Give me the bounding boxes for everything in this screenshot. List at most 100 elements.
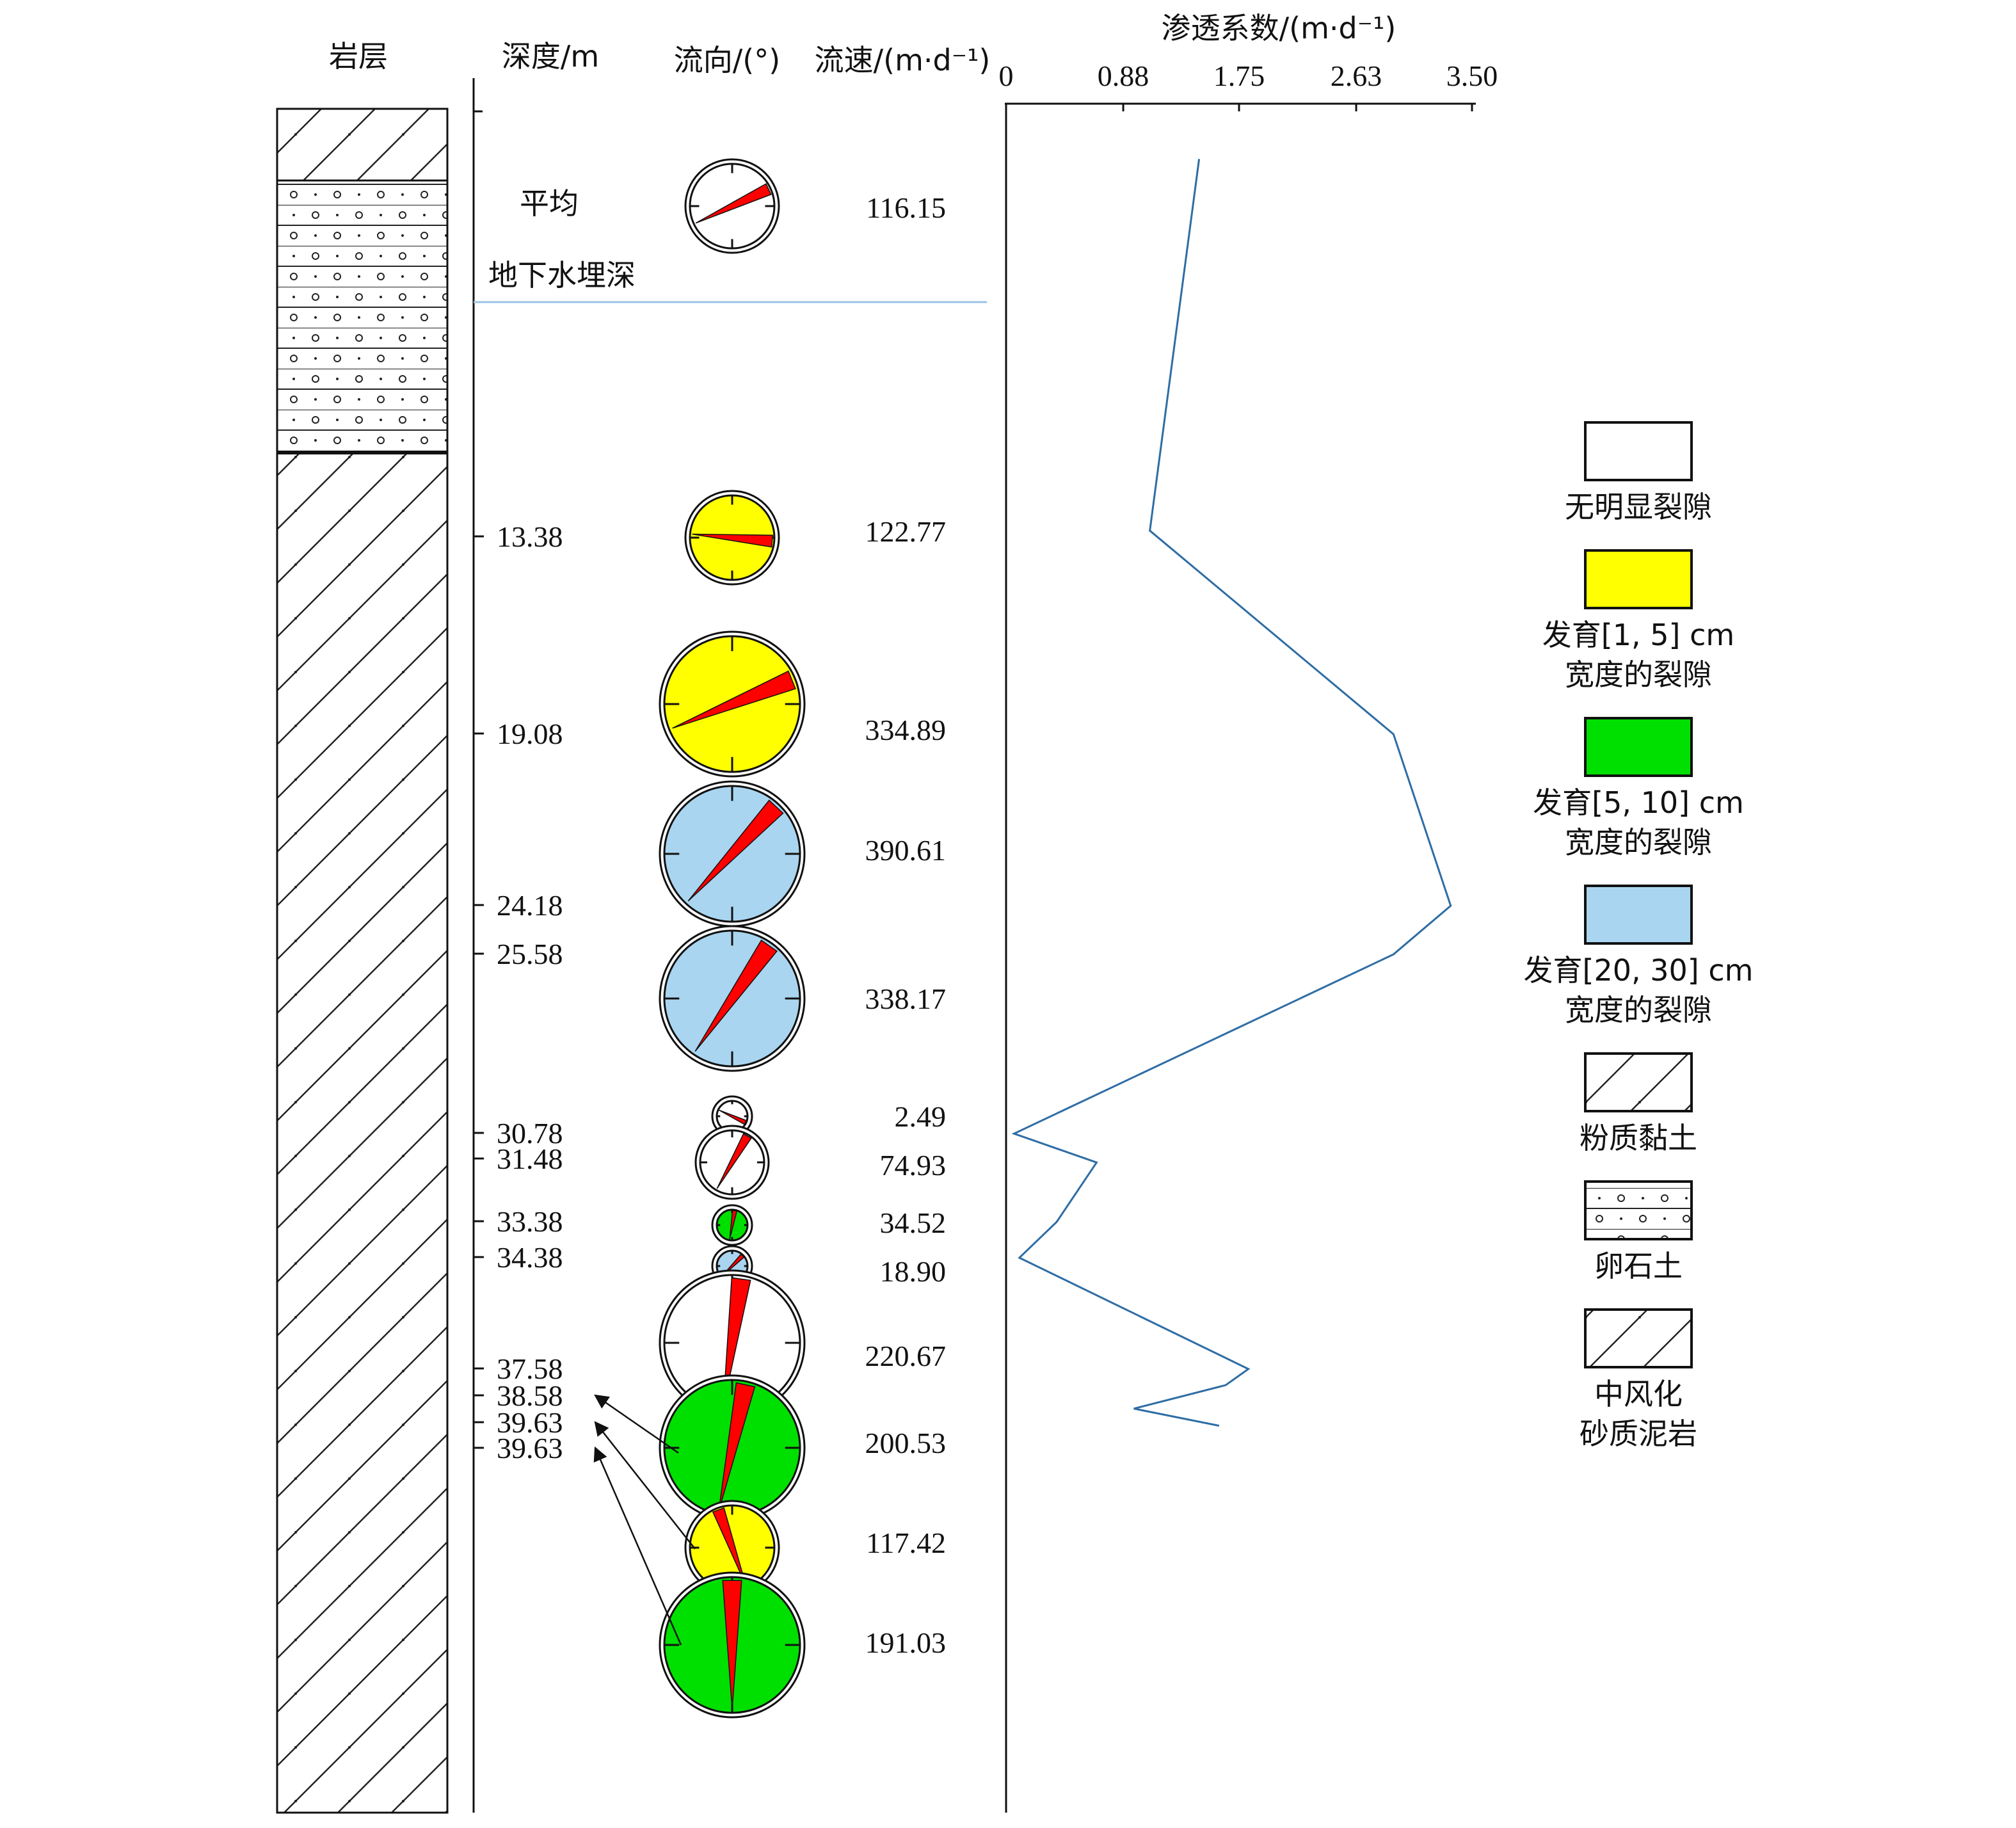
velocity-value: 122.77	[865, 515, 947, 548]
velocity-value: 220.67	[865, 1340, 947, 1372]
legend-label: 中风化	[1594, 1377, 1683, 1411]
flow-compass	[659, 630, 806, 778]
depth-label: 34.38	[497, 1241, 563, 1274]
legend-swatch	[1584, 1052, 1693, 1112]
flow-compass	[711, 1095, 753, 1137]
average-label: 平均	[520, 186, 579, 221]
legend-label: 宽度的裂隙	[1565, 993, 1712, 1027]
depth-label: 37.58	[497, 1352, 563, 1385]
legend-label: 卵石土	[1594, 1249, 1683, 1283]
velocity-column: 116.15122.77334.89390.61338.172.4974.933…	[865, 191, 947, 1659]
permeability-chart: 渗透系数/(m·d⁻¹) 0 0.88 1.75 2.63 3.50	[999, 11, 1498, 1813]
legend-label: 宽度的裂隙	[1565, 657, 1712, 692]
legend-swatch	[1584, 549, 1693, 609]
legend-item-none: 无明显裂隙	[1565, 421, 1712, 524]
x-tick-label: 2.63	[1331, 60, 1382, 92]
legend-item-silty_clay: 粉质黏土	[1580, 1052, 1697, 1155]
flow-direction-arrow	[694, 939, 778, 1052]
x-tick-label: 0	[999, 60, 1014, 92]
flow-compass	[659, 1571, 806, 1719]
flow-direction-arrow	[712, 1507, 747, 1586]
depth-label: 30.78	[497, 1117, 563, 1150]
flow-compass	[684, 1500, 780, 1596]
legend-swatch	[1584, 1180, 1693, 1240]
flow-direction-arrow	[718, 1109, 748, 1125]
legend-swatch	[1584, 885, 1693, 945]
legend-item-green: 发育[5, 10] cm 宽度的裂隙	[1533, 717, 1744, 860]
flow-direction-arrow	[718, 1382, 756, 1511]
legend-item-blue: 发育[20, 30] cm 宽度的裂隙	[1524, 885, 1754, 1027]
flow-direction-arrow	[716, 1133, 752, 1189]
flow-compass	[694, 1125, 770, 1200]
flow-compass	[711, 1204, 753, 1246]
depth-label: 31.48	[497, 1142, 563, 1175]
velocity-value: 34.52	[880, 1207, 947, 1239]
depth-header: 深度/m	[502, 39, 599, 74]
velocity-value: 18.90	[880, 1255, 947, 1288]
velocity-value: 390.61	[865, 834, 947, 867]
legend-swatch	[1584, 421, 1693, 481]
flow-direction-arrow	[687, 799, 784, 902]
depth-label: 33.38	[497, 1205, 563, 1238]
legend-swatch	[1584, 717, 1693, 777]
legend-label: 发育[5, 10] cm	[1533, 785, 1744, 820]
flow-direction-arrow	[723, 1277, 751, 1407]
strata-header: 岩层	[329, 39, 388, 74]
chart-title: 渗透系数/(m·d⁻¹)	[1162, 11, 1396, 45]
velocity-value: 74.93	[880, 1149, 947, 1182]
flow-direction-arrow	[729, 1210, 738, 1240]
pebble-layer	[276, 179, 449, 454]
strata-column	[276, 108, 449, 1814]
x-tick-label: 1.75	[1213, 60, 1265, 92]
x-axis-ticks: 0 0.88 1.75 2.63 3.50	[999, 60, 1498, 111]
flow-compass	[659, 1374, 806, 1521]
depth-label: 39.63	[497, 1406, 563, 1439]
flow-compass	[659, 780, 806, 927]
flow-compass	[684, 490, 780, 586]
flow-direction-arrow	[722, 1580, 742, 1710]
pointer-arrow	[594, 1421, 696, 1550]
velocity-value: 338.17	[865, 982, 947, 1015]
flow-direction-column	[659, 158, 806, 1719]
permeability-series-line	[1011, 159, 1452, 1427]
x-tick-label: 0.88	[1098, 60, 1149, 92]
legend-label: 发育[20, 30] cm	[1524, 953, 1754, 988]
legend-swatch	[1584, 1308, 1693, 1368]
legend-label: 无明显裂隙	[1565, 490, 1712, 524]
flow-compass	[659, 925, 806, 1072]
flow-compass	[684, 158, 780, 254]
velocity-value: 334.89	[865, 714, 947, 746]
legend-item-yellow: 发育[1, 5] cm 宽度的裂隙	[1542, 549, 1734, 692]
depth-label: 19.08	[497, 718, 563, 750]
legend-item-pebble: 卵石土	[1584, 1180, 1693, 1283]
velocity-value: 117.42	[866, 1527, 946, 1559]
velocity-value: 191.03	[865, 1626, 947, 1659]
flow-direction-arrow	[672, 670, 796, 729]
velocity-value: 2.49	[895, 1100, 947, 1133]
x-tick-label: 3.50	[1446, 60, 1498, 92]
velocity-header: 流速/(m·d⁻¹)	[815, 43, 991, 77]
flow-direction-arrow	[695, 183, 772, 224]
depth-label: 13.38	[497, 520, 563, 553]
velocity-value: 200.53	[865, 1427, 947, 1459]
pointer-arrows	[593, 1394, 696, 1646]
depth-label: 38.58	[497, 1379, 563, 1412]
depth-label: 39.63	[497, 1432, 563, 1464]
mudstone-layer	[276, 451, 449, 1814]
groundwater-label: 地下水埋深	[488, 258, 636, 293]
silty-clay-layer	[276, 108, 449, 182]
legend-label: 砂质泥岩	[1580, 1416, 1697, 1451]
pointer-arrow	[593, 1446, 682, 1646]
depth-label: 25.58	[497, 938, 563, 970]
legend-label: 发育[1, 5] cm	[1542, 618, 1734, 652]
legend-label: 粉质黏土	[1580, 1121, 1697, 1155]
direction-header: 流向/(°)	[674, 43, 780, 77]
legend-label: 宽度的裂隙	[1565, 825, 1712, 860]
flow-direction-arrow	[692, 533, 774, 548]
depth-label: 24.18	[497, 889, 563, 922]
